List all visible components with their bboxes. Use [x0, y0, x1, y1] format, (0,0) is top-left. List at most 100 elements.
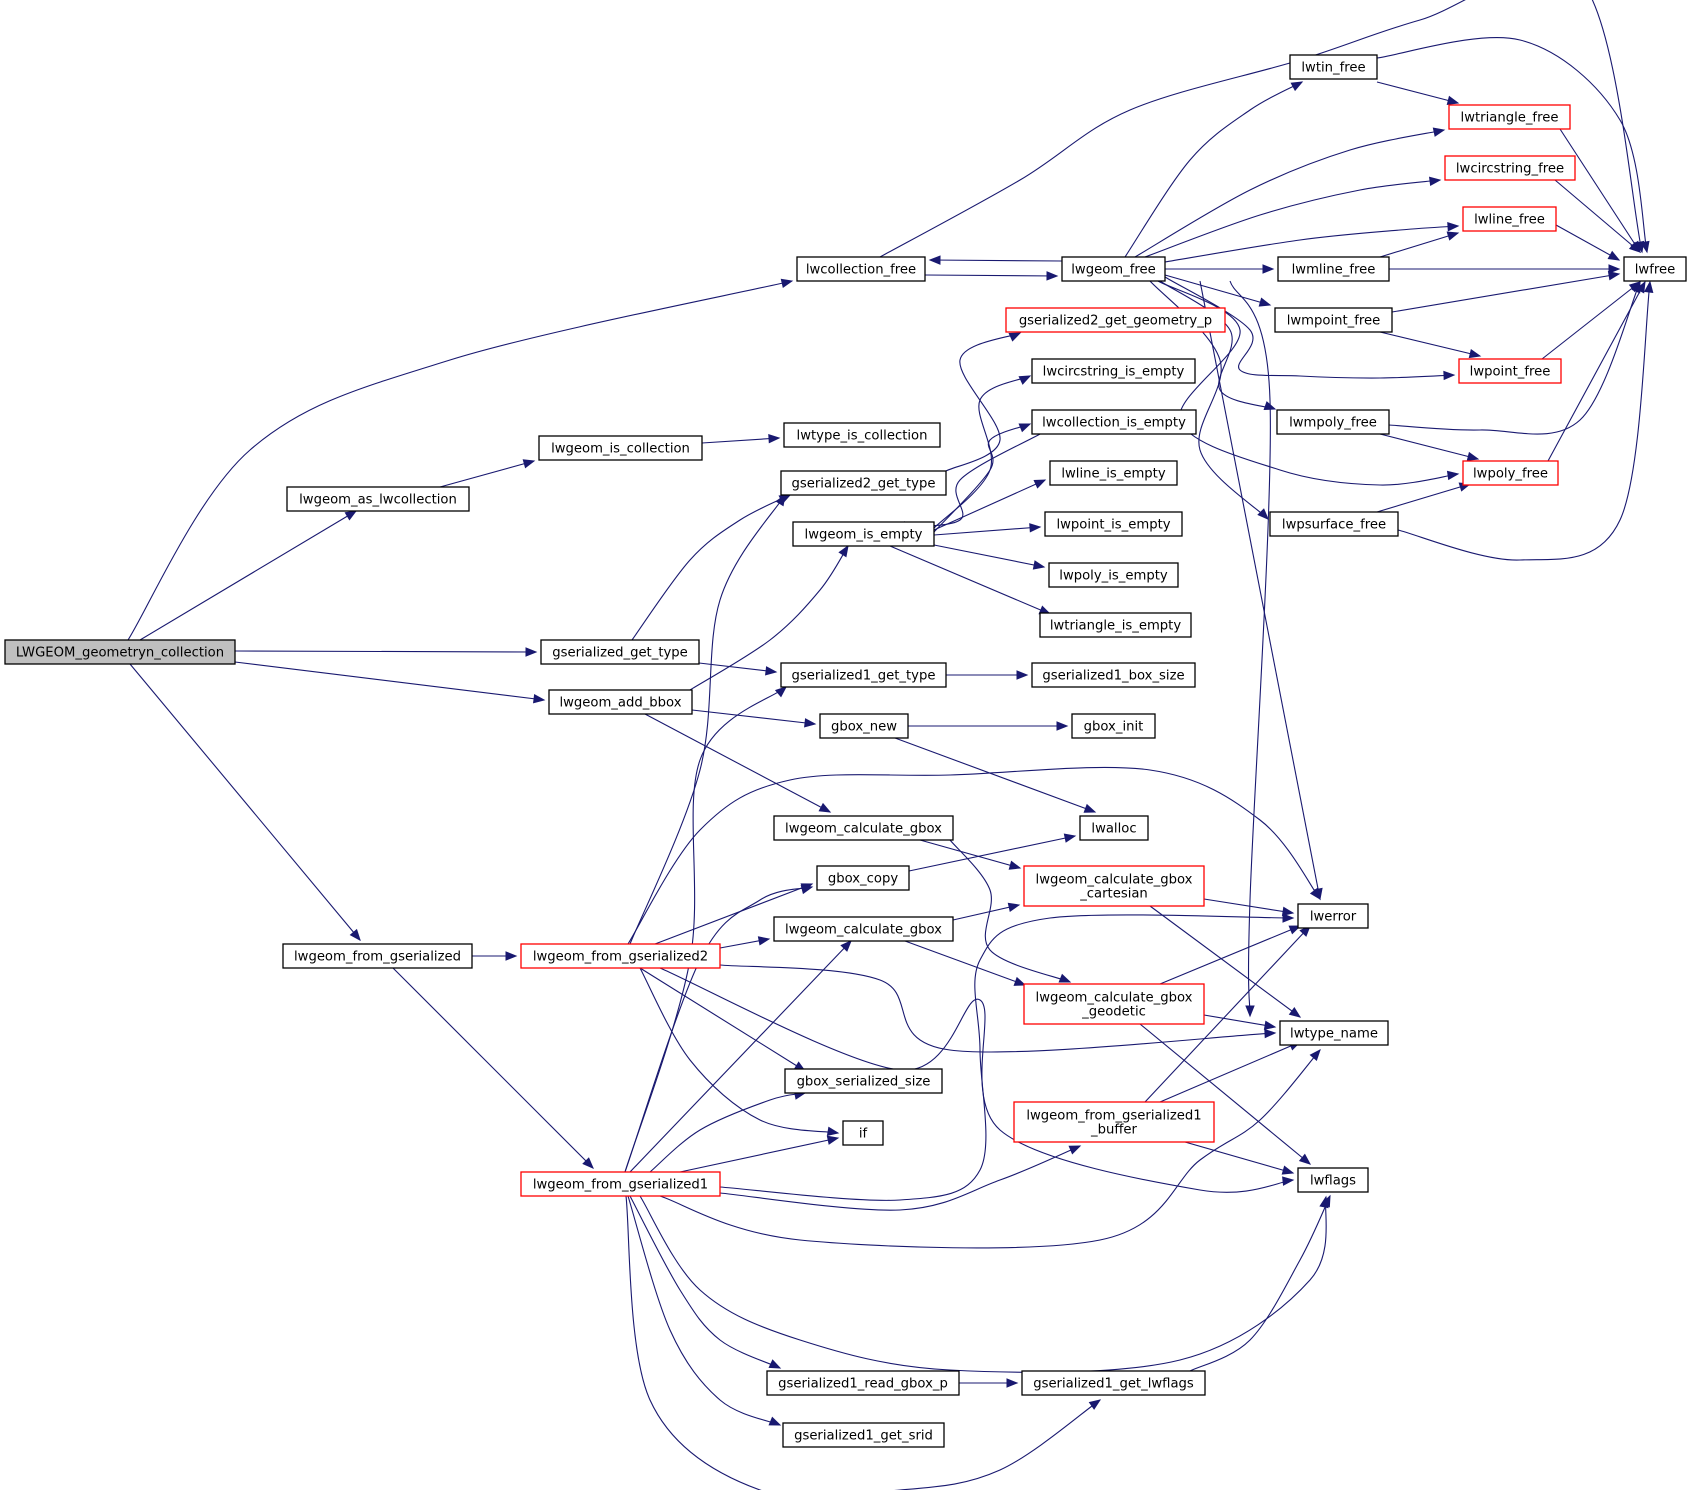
edge-line: [1547, 281, 1646, 462]
node-box: [1448, 104, 1571, 130]
node-lwgeom-calculate-gbox-geodetic[interactable]: lwgeom_calculate_gbox_geodetic: [1023, 983, 1205, 1025]
node-label: _buffer: [1090, 1123, 1138, 1138]
node-lwgeom-from-gserialized1-buffer[interactable]: lwgeom_from_gserialized1_buffer: [1013, 1101, 1215, 1143]
node-lwgeom-add-bbox[interactable]: lwgeom_add_bbox: [548, 689, 693, 715]
edge-lwgeom_from_gserialized2-to-gserialized2_get_type: [629, 493, 786, 945]
node-lwgeom-from-gserialized[interactable]: lwgeom_from_gserialized: [282, 943, 473, 969]
node-lwmpoint-free[interactable]: lwmpoint_free: [1274, 307, 1393, 333]
node-lwcollection-free[interactable]: lwcollection_free: [796, 256, 926, 282]
edge-line: [625, 1195, 1101, 1490]
node-lwcircstring-is-empty[interactable]: lwcircstring_is_empty: [1031, 358, 1196, 384]
edge-line: [1559, 128, 1641, 253]
node-lwgeom-from-gserialized1[interactable]: lwgeom_from_gserialized1: [520, 1171, 721, 1197]
edge-root-to-lwgeom_as_lwcollection: [139, 510, 358, 641]
node-gserialized1-box-size[interactable]: gserialized1_box_size: [1031, 662, 1196, 688]
arrowhead: [774, 686, 788, 698]
node-label: LWGEOM_geometryn_collection: [16, 646, 224, 661]
node-lwpoly-free[interactable]: lwpoly_free: [1462, 460, 1559, 486]
edge-line: [701, 437, 780, 444]
node-lwline-free[interactable]: lwline_free: [1462, 206, 1557, 232]
node-box: [766, 1370, 960, 1396]
node-box: [1297, 1167, 1369, 1193]
node-lwfree[interactable]: lwfree: [1623, 256, 1687, 282]
node-lwgeom-from-gserialized2[interactable]: lwgeom_from_gserialized2: [520, 943, 721, 969]
edge-line: [689, 545, 849, 691]
node-gserialized1-get-srid[interactable]: gserialized1_get_srid: [782, 1422, 945, 1448]
node-box: [1013, 1101, 1215, 1143]
edge-line: [933, 544, 1045, 568]
node-lwgeom-is-empty[interactable]: lwgeom_is_empty: [792, 521, 935, 547]
arrowhead: [1468, 348, 1482, 359]
edge-line: [1376, 81, 1459, 104]
edge-line: [1555, 224, 1620, 261]
arrowhead: [1446, 470, 1460, 481]
edge-lwgeom_is_empty-to-lwpoint_is_empty: [933, 523, 1042, 536]
node-lwgeom-free[interactable]: lwgeom_free: [1061, 256, 1166, 282]
node-lwcircstring-free[interactable]: lwcircstring_free: [1444, 155, 1576, 181]
edge-line: [949, 839, 1071, 983]
edge-lwgeom_free-to-lwpoint_free: [1164, 276, 1456, 381]
node-lwtriangle-is-empty[interactable]: lwtriangle_is_empty: [1039, 612, 1192, 638]
node-gbox-init[interactable]: gbox_init: [1071, 713, 1156, 739]
node-lwalloc[interactable]: lwalloc: [1079, 815, 1149, 841]
node-lwgeom-is-collection[interactable]: lwgeom_is_collection: [538, 435, 703, 461]
edge-line: [639, 1195, 1327, 1373]
arrowhead: [1282, 913, 1295, 923]
node-lwgeom-calculate-gbox-cartesian[interactable]: lwgeom_calculate_gbox_cartesian: [1023, 865, 1205, 907]
node-root[interactable]: LWGEOM_geometryn_collection: [4, 639, 236, 665]
node-gbox-copy[interactable]: gbox_copy: [816, 865, 910, 891]
node-gserialized1-read-gbox-p[interactable]: gserialized1_read_gbox_p: [766, 1370, 960, 1396]
node-label: gserialized1_read_gbox_p: [778, 1377, 948, 1392]
edge-line: [139, 510, 357, 641]
edge-line: [1144, 925, 1311, 1103]
node-lwtin-free[interactable]: lwtin_free: [1289, 54, 1378, 80]
node-box: [1023, 865, 1205, 907]
arrowhead: [1446, 95, 1460, 105]
node-lwflags[interactable]: lwflags: [1297, 1167, 1369, 1193]
edge-lwgeom_from_gserialized2-to-lwgeom_calculate_gbox_b: [719, 936, 771, 949]
node-gbox-serialized-size[interactable]: gbox_serialized_size: [784, 1068, 943, 1094]
node-gbox-new[interactable]: gbox_new: [819, 713, 909, 739]
node-if[interactable]: if: [842, 1120, 884, 1146]
arrowhead: [1083, 803, 1097, 813]
edge-line: [629, 1195, 781, 1369]
node-gserialized1-get-type[interactable]: gserialized1_get_type: [780, 662, 947, 688]
edge-gserialized_get_type-to-gserialized1_get_type: [698, 662, 778, 676]
node-lwpsurface-free[interactable]: lwpsurface_free: [1269, 511, 1399, 537]
arrowhead: [1008, 860, 1022, 870]
edge-lwgeom_add_bbox-to-lwgeom_calculate_gbox_a: [644, 713, 832, 813]
edge-lwgeom_free-to-lwline_free: [1164, 221, 1460, 263]
node-lwtriangle-free[interactable]: lwtriangle_free: [1448, 104, 1571, 130]
node-lwpoint-free[interactable]: lwpoint_free: [1458, 358, 1562, 384]
node-lwpoly-is-empty[interactable]: lwpoly_is_empty: [1048, 562, 1179, 588]
node-gserialized2-get-type[interactable]: gserialized2_get_type: [780, 470, 947, 496]
arrowhead: [804, 718, 817, 728]
node-lwgeom-as-lwcollection[interactable]: lwgeom_as_lwcollection: [286, 486, 470, 512]
node-lwgeom-calculate-gbox-a[interactable]: lwgeom_calculate_gbox: [773, 815, 954, 841]
edge-line: [627, 766, 1321, 945]
node-lwmpoly-free[interactable]: lwmpoly_free: [1276, 409, 1390, 435]
node-gserialized-get-type[interactable]: gserialized_get_type: [540, 639, 700, 665]
edge-line: [1376, 37, 1648, 253]
edge-lwgeom_from_gserialized-to-lwgeom_from_gserialized2: [472, 951, 518, 961]
edge-lwgeom_from_gserialized1-to-gserialized1_get_type: [624, 686, 788, 1173]
node-lwtype-is-collection[interactable]: lwtype_is_collection: [783, 422, 941, 448]
node-lwline-is-empty[interactable]: lwline_is_empty: [1049, 460, 1178, 486]
node-lwcollection-is-empty[interactable]: lwcollection_is_empty: [1031, 409, 1197, 435]
edge-gbox_copy-to-lwalloc: [908, 833, 1077, 872]
edge-lwgeom_is_collection-to-lwtype_is_collection: [701, 433, 781, 444]
node-lwmline-free[interactable]: lwmline_free: [1277, 256, 1390, 282]
node-gserialized1-get-lwflags[interactable]: gserialized1_get_lwflags: [1021, 1370, 1206, 1396]
arrowhead: [1281, 906, 1295, 917]
node-gserialized2-get-geometry-p[interactable]: gserialized2_get_geometry_p: [1005, 307, 1226, 333]
edge-line: [1134, 129, 1445, 258]
node-lwerror[interactable]: lwerror: [1297, 903, 1369, 929]
node-label: lwcollection_is_empty: [1042, 416, 1186, 431]
node-lwgeom-calculate-gbox-b[interactable]: lwgeom_calculate_gbox: [773, 916, 954, 942]
node-label: lwgeom_calculate_gbox: [785, 923, 942, 938]
node-box: [1444, 155, 1576, 181]
node-lwtype-name[interactable]: lwtype_name: [1279, 1020, 1389, 1046]
node-lwpoint-is-empty[interactable]: lwpoint_is_empty: [1044, 511, 1183, 537]
edge-line: [639, 967, 839, 1134]
edge-lwgeom_free-to-lwtin_free: [1124, 81, 1304, 258]
